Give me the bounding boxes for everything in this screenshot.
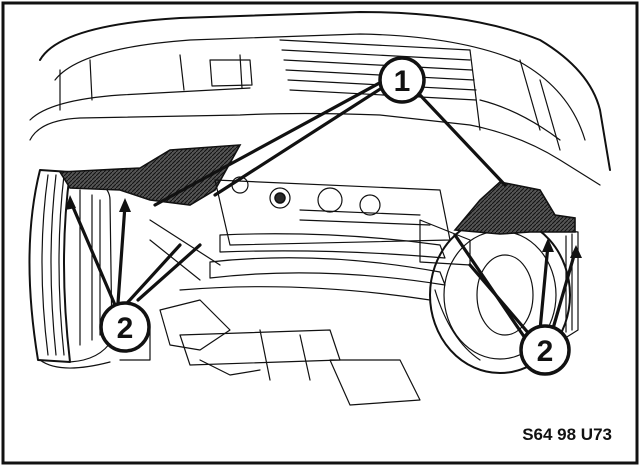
callout-2-right: 2 bbox=[519, 324, 571, 376]
callout-1: 1 bbox=[378, 56, 426, 104]
callout-2-left-label: 2 bbox=[117, 312, 134, 345]
callout-2-right-leaders bbox=[453, 233, 582, 340]
callout-1-label: 1 bbox=[394, 65, 411, 98]
reference-code: S64 98 U73 bbox=[522, 425, 612, 444]
engine-components bbox=[119, 176, 481, 406]
left-underbody-panel bbox=[58, 144, 242, 206]
callout-1-leaders bbox=[153, 78, 507, 207]
callout-2-right-label: 2 bbox=[537, 335, 554, 368]
right-underbody-panel bbox=[453, 181, 576, 235]
car-body bbox=[29, 11, 611, 186]
callout-2-left: 2 bbox=[99, 301, 151, 353]
callout-2-left-leaders bbox=[65, 195, 202, 307]
